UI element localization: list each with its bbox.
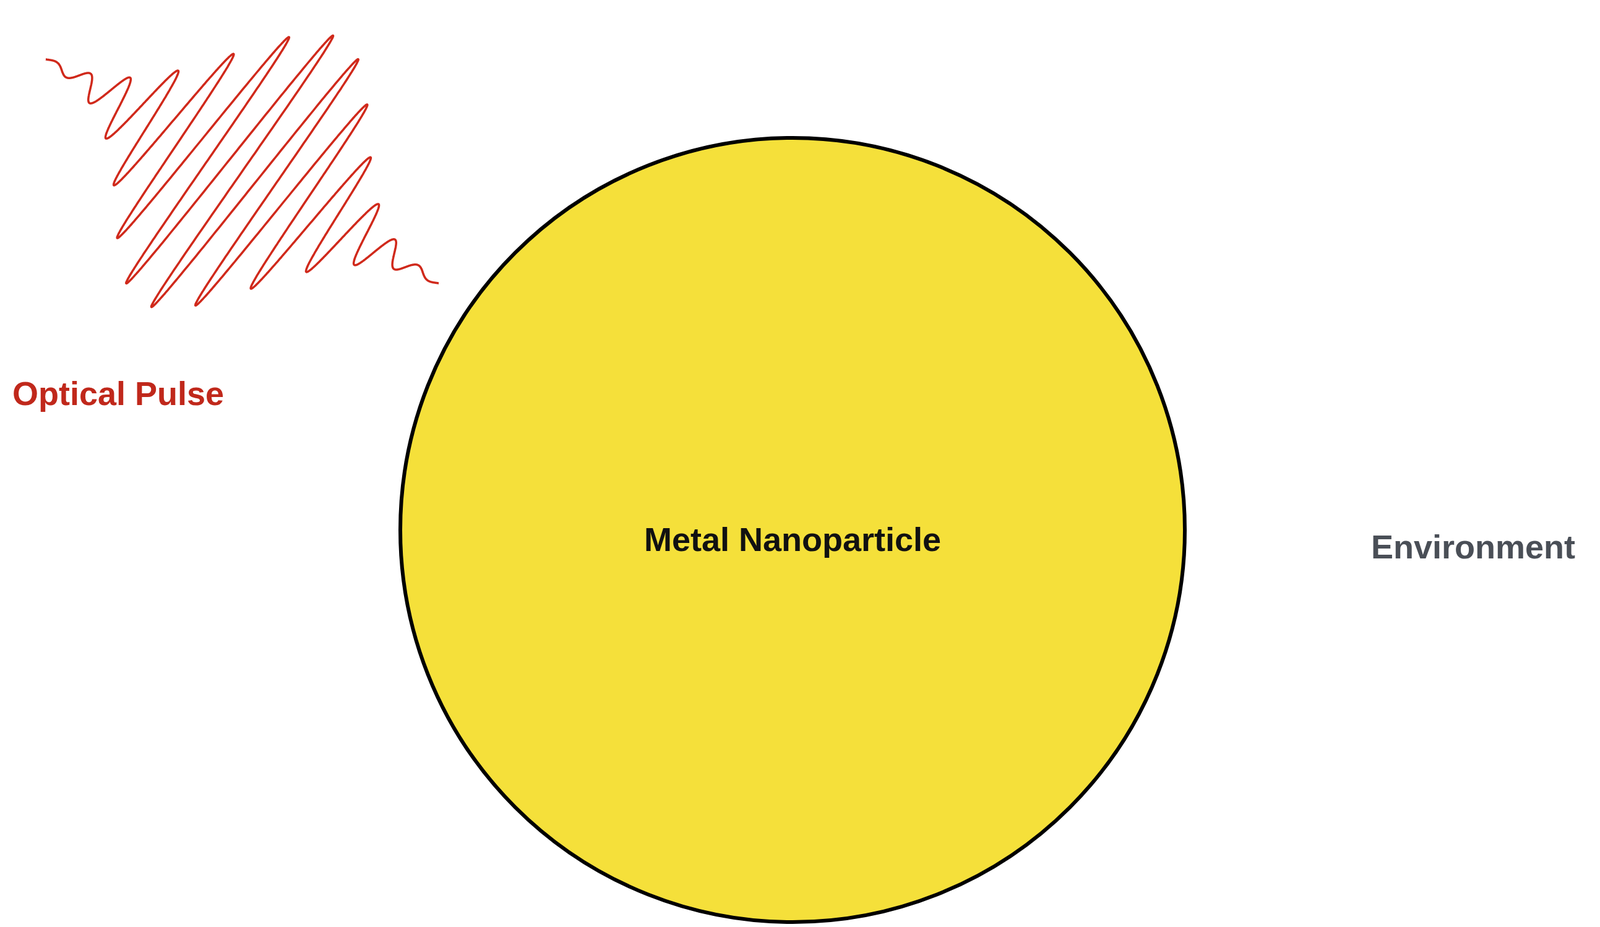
node-label: Metal Nanoparticle — [644, 520, 942, 559]
pulse-label: Optical Pulse — [12, 374, 224, 413]
nanoparticle-circle: Metal Nanoparticle — [397, 135, 1188, 925]
pulse-waveform — [45, 35, 439, 307]
circle-shape — [400, 137, 1185, 923]
environment-label: Environment — [1371, 527, 1576, 567]
